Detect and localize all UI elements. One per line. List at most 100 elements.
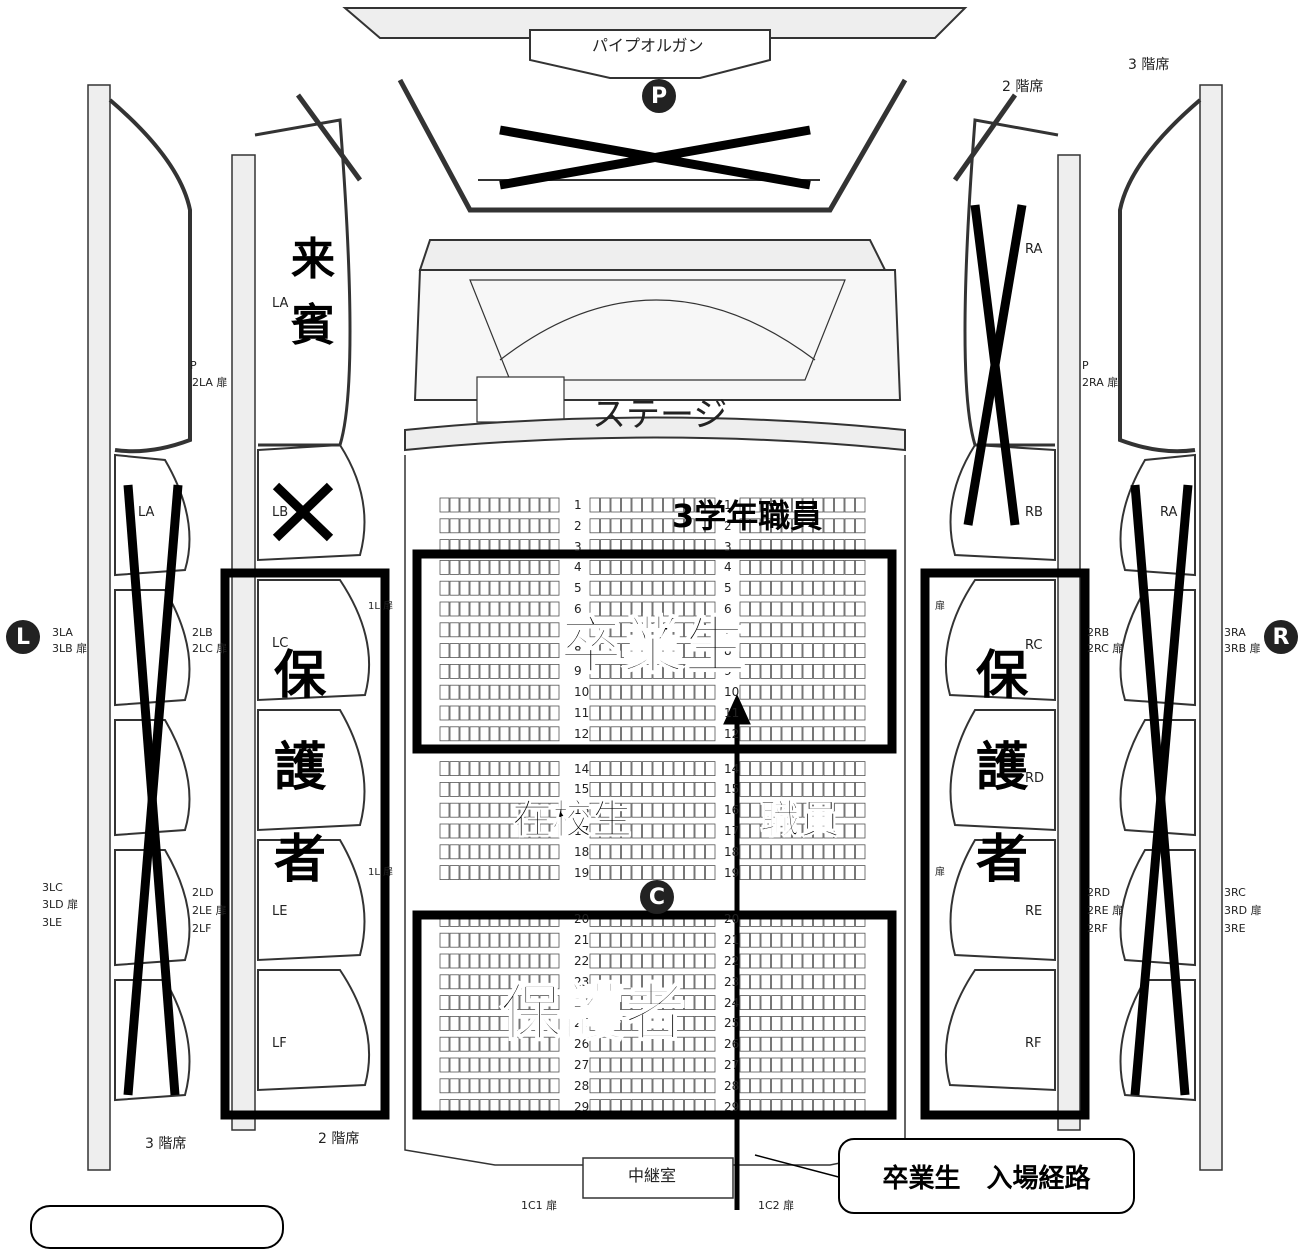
seat [771,844,782,860]
seat [844,932,855,948]
seat [631,953,642,969]
seat [705,518,716,534]
seat [694,932,705,948]
row-number: 18 [724,844,740,859]
seat [469,802,480,818]
seat [479,664,490,679]
seat [621,802,632,818]
seat [760,622,771,638]
seat [684,643,695,658]
seat [652,802,663,818]
seat [529,844,540,860]
row-number: 14 [724,761,740,776]
seat [519,622,530,638]
row-number: 24 [724,995,740,1010]
seat [519,664,530,679]
seat [479,782,490,797]
seat [589,953,600,969]
seat [469,865,480,880]
seat [834,664,845,679]
seat [529,1016,540,1031]
seat [499,823,510,839]
door-1r-upper: 扉 [935,601,945,612]
seat [631,761,642,776]
seat [673,580,684,596]
seat [705,932,716,948]
seat [663,643,674,658]
seat [489,518,500,534]
seat [469,705,480,721]
seat [489,782,500,797]
seat [529,823,540,839]
row-number: 19 [574,865,590,880]
seat [739,823,750,839]
seat [855,932,866,948]
seat [771,560,782,575]
seat [469,844,480,860]
seat [549,995,560,1010]
seat [631,844,642,860]
seat [760,601,771,617]
seat [631,726,642,742]
seat [802,643,813,658]
seat [589,622,600,638]
seat [834,726,845,742]
seat [631,932,642,948]
seat [792,761,803,776]
seat [459,601,470,617]
seat [610,782,621,797]
seat [539,823,550,839]
seat [802,1036,813,1052]
seat [449,995,460,1010]
seat [439,1036,450,1052]
seat [739,802,750,818]
stage-label: ステージ [592,395,728,435]
seat [519,802,530,818]
seat [549,1016,560,1031]
seat [705,995,716,1010]
seat [813,761,824,776]
seat [652,664,663,679]
seat [631,823,642,839]
seat [771,664,782,679]
seat [499,995,510,1010]
door-3le: 3LE [42,916,63,929]
seat [652,782,663,797]
seat [469,684,480,700]
seat [549,664,560,679]
seat [600,497,611,513]
seat [509,974,520,990]
seat [694,664,705,679]
seat [519,823,530,839]
seat [771,974,782,990]
seat [600,823,611,839]
seat [855,802,866,818]
seat [549,497,560,513]
seat [479,974,490,990]
seat [621,995,632,1010]
seat [529,802,540,818]
seat [519,932,530,948]
seat [499,601,510,617]
seat [813,580,824,596]
seat [610,497,621,513]
seat [844,518,855,534]
seat [610,953,621,969]
seat [673,953,684,969]
seat [684,782,695,797]
seat [705,622,716,638]
seat [529,580,540,596]
seat [600,1016,611,1031]
seat [459,726,470,742]
seat [589,823,600,839]
seating-map [87,7,1223,1210]
seat [539,684,550,700]
seat [663,684,674,700]
seat [855,580,866,596]
seat [489,844,500,860]
seat [855,601,866,617]
seat [610,560,621,575]
seat [855,643,866,658]
seat [449,932,460,948]
seat [610,823,621,839]
